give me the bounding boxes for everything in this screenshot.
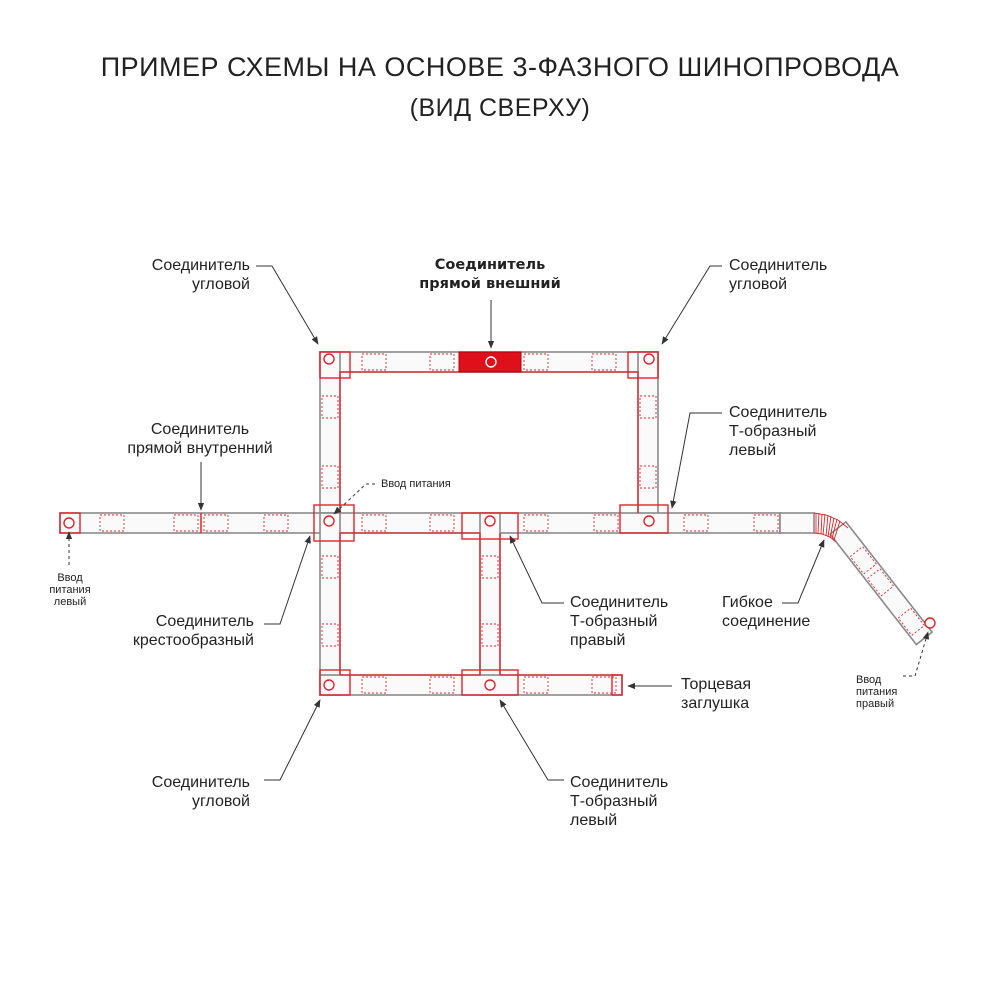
track-bottom — [319, 674, 623, 696]
track-middle-lower — [479, 512, 501, 696]
connectors — [59, 351, 669, 696]
track-segments — [59, 351, 934, 696]
label-straight-internal: Соединитель прямой внутренний — [127, 421, 273, 457]
label-straight-external: Соединитель прямой внешний — [419, 257, 561, 292]
label-cross: Соединитель крестообразный — [132, 613, 254, 649]
label-t-left-upper: Соединитель Т-образный левый — [729, 404, 828, 459]
label-corner-bottom-left: Соединитель угловой — [151, 774, 250, 810]
track-left-lower — [319, 512, 341, 696]
label-corner-top-left: Соединитель угловой — [151, 257, 250, 293]
label-power-right: Ввод питания правый — [856, 674, 898, 710]
track-main — [59, 512, 781, 534]
t-middle-connector — [461, 512, 519, 540]
corner-bottom-left-connector — [319, 669, 351, 696]
label-corner-top-right: Соединитель угловой — [729, 257, 828, 293]
t-right-upper-connector — [619, 504, 669, 534]
t-bottom-connector — [461, 669, 519, 696]
label-power-input: Ввод питания — [381, 478, 451, 490]
label-power-left: Ввод питания левый — [49, 572, 91, 608]
mount-points — [63, 353, 936, 691]
end-cap — [611, 674, 623, 696]
label-end-cap: Торцевая заглушка — [681, 676, 752, 712]
leader-lines — [197, 265, 825, 781]
label-t-right: Соединитель Т-образный правый — [570, 594, 669, 649]
track-joints — [99, 353, 779, 694]
label-t-left-lower: Соединитель Т-образный левый — [570, 774, 669, 829]
track-diagonal — [828, 520, 934, 646]
track-flex — [779, 512, 815, 534]
corner-top-right-connector — [627, 351, 659, 379]
label-flexible: Гибкое соединение — [722, 594, 811, 630]
flexible-connection — [813, 512, 849, 543]
corner-top-left-connector — [319, 351, 351, 379]
cross-connector — [313, 504, 355, 542]
diagram-subtitle: (ВИД СВЕРХУ) — [409, 94, 591, 122]
diagram-title: ПРИМЕР СХЕМЫ НА ОСНОВЕ 3-ФАЗНОГО ШИНОПРО… — [100, 52, 900, 82]
